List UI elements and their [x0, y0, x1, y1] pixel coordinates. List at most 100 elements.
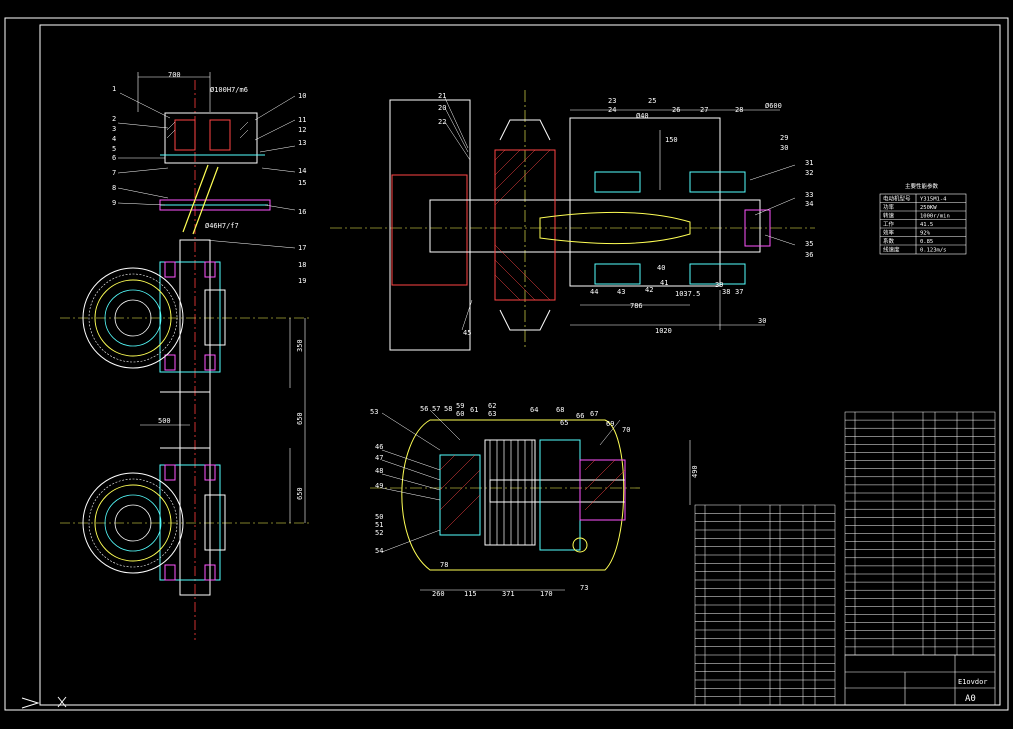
callout-65: 65: [560, 419, 568, 427]
callout-60: 60: [456, 410, 464, 418]
callout-22: 22: [438, 118, 446, 126]
callout-18: 18: [298, 261, 306, 269]
callout-34: 34: [805, 200, 813, 208]
fit-top: Ø100H7/m6: [210, 86, 248, 94]
callout-17: 17: [298, 244, 306, 252]
callout-1: 1: [112, 85, 116, 93]
callout-26: 26: [672, 106, 680, 114]
title-block-name: E1ovdor: [958, 678, 988, 686]
callout-48: 48: [375, 467, 383, 475]
param-label-3: 工作: [883, 220, 895, 228]
callout-38: 38: [722, 288, 730, 296]
callout-53: 53: [370, 408, 378, 416]
callout-62: 62: [488, 402, 496, 410]
dim-490: 490: [691, 465, 699, 478]
callout-46: 46: [375, 443, 383, 451]
callout-37: 37: [735, 288, 743, 296]
param-label-4: 效率: [883, 229, 895, 237]
callout-50: 50: [375, 513, 383, 521]
callout-3: 3: [112, 125, 116, 133]
dim-vert-total: 650: [296, 412, 304, 425]
param-table-title: 主要性能参数: [905, 182, 939, 190]
top-right-callouts: 21 20 22 23 24 25 26 27 28 29 30 31 32 3…: [438, 92, 813, 337]
callout-25: 25: [648, 97, 656, 105]
callout-30: 30: [780, 144, 788, 152]
parts-list-right: [844, 411, 996, 656]
dim-vert-lower: 650: [296, 487, 304, 500]
callout-8: 8: [112, 184, 116, 192]
dim-371: 371: [502, 590, 515, 598]
dim-1037: 1037.5: [675, 290, 700, 298]
callout-69: 69: [606, 420, 614, 428]
fit-mid: Ø46H7/f7: [205, 222, 239, 230]
param-label-2: 转速: [883, 212, 895, 220]
ucs-icon: [21, 696, 67, 709]
top-right-dims: Ø40 Ø600 150 786 1020 1037.5 30: [630, 102, 782, 335]
dim-top-width: 700: [168, 71, 181, 79]
callout-5: 5: [112, 145, 116, 153]
dim-115: 115: [464, 590, 477, 598]
callout-7: 7: [112, 169, 116, 177]
callout-16: 16: [298, 208, 306, 216]
callout-23: 23: [608, 97, 616, 105]
param-value-3: 41.5: [920, 222, 933, 228]
dim-vert-upper: 350: [296, 339, 304, 352]
callout-58: 58: [444, 405, 452, 413]
dim-d600: Ø600: [765, 102, 782, 110]
callout-67: 67: [590, 410, 598, 418]
callout-21: 21: [438, 92, 446, 100]
dim-260: 260: [432, 590, 445, 598]
left-callout-labels: 1 2 3 4 5 6 7 8 9: [112, 85, 116, 207]
callout-11: 11: [298, 116, 306, 124]
callout-4: 4: [112, 135, 116, 143]
performance-parameter-table: 主要性能参数 电动机型号 Y315M1-4 功率 250KW 转速 1000r/…: [879, 182, 967, 255]
dim-150: 150: [665, 136, 678, 144]
callout-73: 73: [580, 584, 588, 592]
bottom-dims: 260 115 371 170 490: [432, 465, 699, 598]
top-left-assembly-view: 700 Ø100H7/m6 Ø46H7/f7 350 650 650 500 1…: [60, 71, 310, 640]
callout-40: 40: [657, 264, 665, 272]
param-label-1: 功率: [883, 203, 895, 211]
callout-52: 52: [375, 529, 383, 537]
param-label-0: 电动机型号: [883, 195, 911, 203]
callout-32: 32: [805, 169, 813, 177]
callout-15: 15: [298, 179, 306, 187]
callout-6: 6: [112, 154, 116, 162]
callout-19: 19: [298, 277, 306, 285]
dim-1020: 1020: [655, 327, 672, 335]
callout-44: 44: [590, 288, 598, 296]
callout-9: 9: [112, 199, 116, 207]
callout-41: 41: [660, 279, 668, 287]
callout-59: 59: [456, 402, 464, 410]
dim-786: 786: [630, 302, 643, 310]
param-label-6: 线速度: [883, 246, 900, 254]
param-value-2: 1000r/min: [920, 214, 950, 220]
param-value-5: 0.85: [920, 239, 933, 245]
callout-45: 45: [463, 329, 471, 337]
callout-68: 68: [556, 406, 564, 414]
callout-10: 10: [298, 92, 306, 100]
callout-14: 14: [298, 167, 306, 175]
callout-27: 27: [700, 106, 708, 114]
top-right-section-view: 21 20 22 23 24 25 26 27 28 29 30 31 32 3…: [330, 90, 815, 351]
callout-24: 24: [608, 106, 616, 114]
bottom-left-callouts: 53 46 47 48 49 50 51 52 54: [370, 408, 383, 555]
param-value-6: 0.123m/s: [920, 248, 947, 254]
callout-36: 36: [805, 251, 813, 259]
bottom-detail-section-view: 53 46 47 48 49 50 51 52 54 56 57 58 59 6…: [370, 402, 699, 598]
callout-35: 35: [805, 240, 813, 248]
title-block: E1ovdor A0: [844, 654, 996, 706]
callout-56: 56: [420, 405, 428, 413]
callout-12: 12: [298, 126, 306, 134]
callout-47: 47: [375, 454, 383, 462]
callout-39: 39: [715, 281, 723, 289]
param-value-0: Y315M1-4: [920, 197, 947, 203]
callout-61: 61: [470, 406, 478, 414]
param-value-4: 92%: [920, 231, 931, 237]
callout-43: 43: [617, 288, 625, 296]
callout-42: 42: [645, 286, 653, 294]
callout-28: 28: [735, 106, 743, 114]
parts-list-left: [694, 504, 836, 706]
param-value-1: 250KW: [920, 205, 937, 211]
